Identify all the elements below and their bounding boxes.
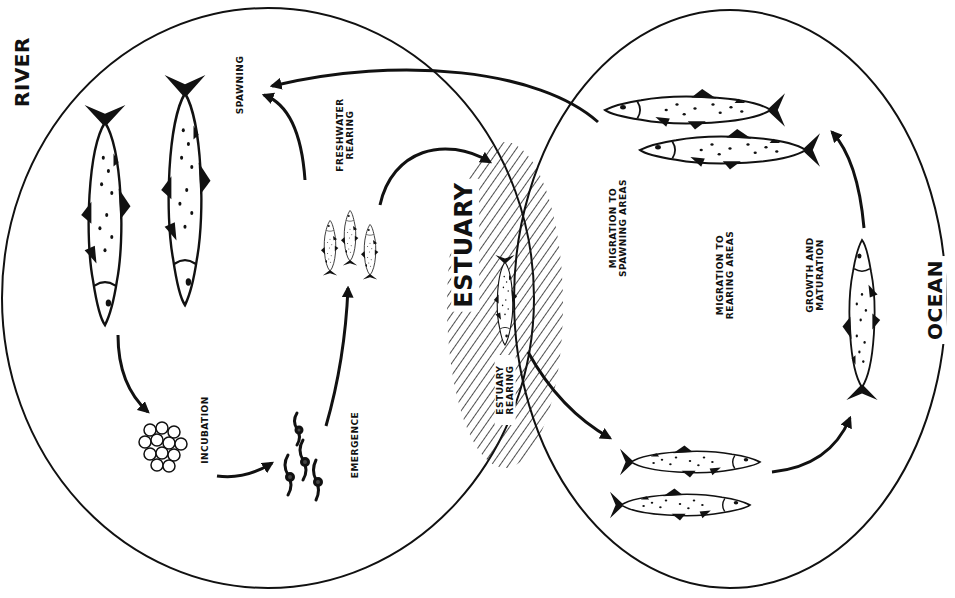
region-title: ESTUARY <box>451 178 479 311</box>
stage-label: INCUBATION <box>200 396 210 464</box>
stage-label: MIGRATION TO SPAWNING AREAS <box>608 178 629 278</box>
stage-label: FRESHWATER REARING <box>335 96 356 174</box>
region-title: OCEAN <box>924 256 947 344</box>
cycle-arrows <box>118 70 864 477</box>
egg-cluster <box>139 422 187 472</box>
maturing-fish <box>843 240 881 400</box>
smolt-fish <box>610 446 760 521</box>
outline-shape <box>514 10 946 588</box>
returning-fish <box>605 89 820 170</box>
estuary-fish <box>494 255 517 345</box>
adult-fish <box>81 75 210 325</box>
alevins <box>285 413 322 500</box>
stage-label: SPAWNING <box>235 56 245 115</box>
fry-fish <box>321 211 378 280</box>
stage-label: MIGRATION TO REARING AREAS <box>715 225 736 325</box>
outline-shape <box>2 8 534 588</box>
stage-label: ESTUARY REARING <box>495 355 516 425</box>
stage-label: EMERGENCE <box>350 412 360 479</box>
region-title: RIVER <box>11 33 34 111</box>
outline-shape <box>447 142 563 468</box>
stage-label: GROWTH AND MATURATION <box>805 235 826 315</box>
